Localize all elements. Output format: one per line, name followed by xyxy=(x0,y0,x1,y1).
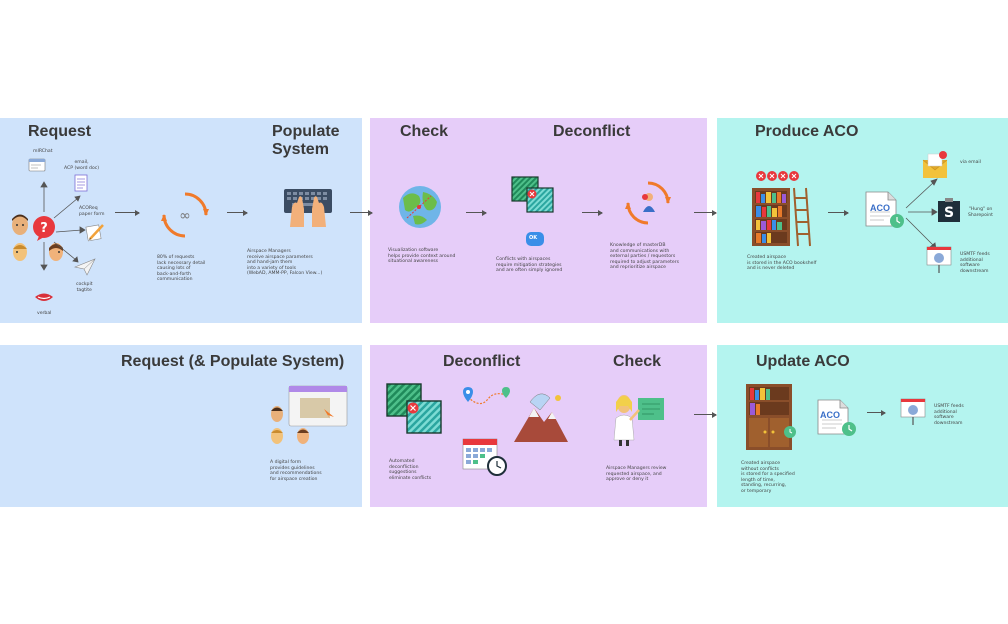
check-heading: Check xyxy=(400,123,449,140)
arrow xyxy=(694,209,717,216)
usmtf-note: USMTF feeds additional software downstre… xyxy=(934,404,964,426)
requester-face-icon xyxy=(268,404,286,424)
deconflict-heading: Deconflict xyxy=(553,123,631,140)
digital-form-note: A digital form provides guidelines and r… xyxy=(270,460,322,482)
request-populate-heading: Request (& Populate System) xyxy=(121,353,345,370)
aco-document-clock-icon xyxy=(864,190,906,230)
visualization-note: Visualization software helps provide con… xyxy=(388,248,456,265)
requester-face-icon xyxy=(294,426,312,446)
requester-face-icon xyxy=(268,426,286,446)
back-and-forth-note: 80% of requests lack necessary detail ca… xyxy=(157,255,206,283)
cycle-person-icon xyxy=(625,180,671,226)
cockpit-label: cockpit tagtite xyxy=(76,282,93,293)
usmtf-note: USMTF feeds additional software downstre… xyxy=(960,252,990,274)
aco-document-clock-icon xyxy=(816,398,858,438)
keyboard-hands-icon xyxy=(282,183,334,227)
ok-badge-label: OK xyxy=(529,235,538,241)
update-aco-heading: Update ACO xyxy=(756,353,850,370)
knowledge-note: Knowledge of masterDB and communications… xyxy=(610,243,679,271)
bookshelf-ladder-icon xyxy=(750,186,812,248)
mountain-terrain-icon xyxy=(512,388,570,444)
usmtf-feed-icon xyxy=(926,244,952,274)
requester-face-icon xyxy=(9,212,31,238)
aco-doc-label: ACO xyxy=(870,203,890,213)
aco-doc-label: ACO xyxy=(820,410,840,420)
svg-text:∞: ∞ xyxy=(179,208,191,224)
svg-text:S: S xyxy=(944,205,954,221)
globe-map-icon xyxy=(397,184,443,230)
arrow xyxy=(582,209,603,216)
sharepoint-icon: S xyxy=(936,198,962,224)
overlapping-airspace-icon xyxy=(511,176,555,214)
red-x-badges-icon xyxy=(755,170,799,182)
requester-face-icon xyxy=(10,240,30,264)
overlapping-airspace-icon xyxy=(386,383,444,437)
usmtf-feed-icon xyxy=(900,396,926,426)
arrow xyxy=(466,209,487,216)
request-heading: Request xyxy=(28,123,92,140)
hand-jam-note: Airspace Managers receive airspace param… xyxy=(247,249,323,277)
calendar-clock-icon xyxy=(462,436,508,476)
verbal-label: verbal xyxy=(37,311,52,316)
produce-aco-heading: Produce ACO xyxy=(755,123,859,140)
deconflict-heading-bottom: Deconflict xyxy=(443,353,521,370)
arrow xyxy=(867,409,886,416)
manager-board-icon xyxy=(608,388,668,446)
mirchat-label: mIRChat xyxy=(33,149,53,154)
sharepoint-label: "Hung" on Sharepoint xyxy=(968,207,993,218)
email-envelope-icon xyxy=(922,150,948,180)
ok-badge-icon xyxy=(526,232,544,246)
populate-system-heading: Populate System xyxy=(272,123,340,158)
acoreq-label: ACOReq paper form xyxy=(79,206,105,217)
requester-face-icon xyxy=(46,240,66,264)
request-channel-connectors xyxy=(20,160,90,300)
check-heading-bottom: Check xyxy=(613,353,662,370)
via-email-label: via email xyxy=(960,160,981,165)
aco-bookshelf-note: Created airspace is stored in the ACO bo… xyxy=(747,255,817,272)
digital-form-window-icon xyxy=(288,385,348,427)
arrow xyxy=(115,209,140,216)
automated-deconfliction-note: Automated deconfliction suggestions elim… xyxy=(389,459,432,481)
paper-form-pen-icon xyxy=(85,222,105,242)
cabinet-icon xyxy=(744,382,800,452)
document-icon xyxy=(74,174,88,192)
arrow xyxy=(227,209,248,216)
distribution-connectors xyxy=(904,170,944,260)
chat-window-icon xyxy=(28,158,46,172)
mouth-icon xyxy=(34,292,54,304)
question-bubble-icon: ? xyxy=(31,215,57,241)
arrow xyxy=(694,411,717,418)
infinite-loop-icon: ∞ xyxy=(160,190,210,240)
email-acp-label: email, ACP (word doc) xyxy=(64,160,100,171)
update-note: Created airspace without conflicts is st… xyxy=(741,461,795,494)
paper-plane-icon xyxy=(74,258,96,276)
review-note: Airspace Managers review requested airsp… xyxy=(606,466,667,483)
arrow xyxy=(350,209,373,216)
arrow xyxy=(828,209,849,216)
route-pins-icon xyxy=(462,385,512,415)
svg-text:?: ? xyxy=(40,221,48,236)
conflicts-note: Conflicts with airspaces require mitigat… xyxy=(496,257,563,274)
